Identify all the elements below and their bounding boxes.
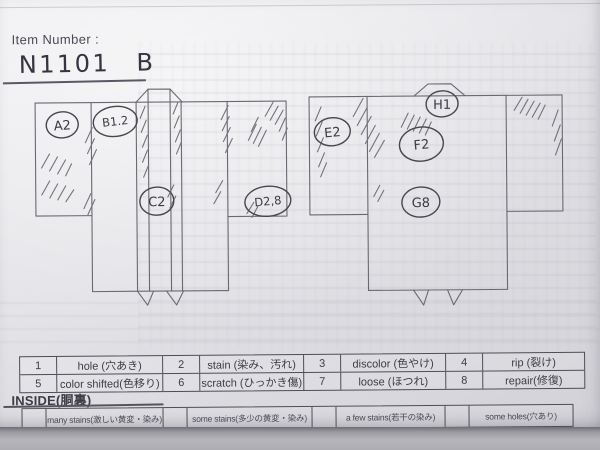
stain-hatch-back-left-seam xyxy=(352,97,385,158)
legend-label: repair(修復) xyxy=(504,374,563,387)
checkbox-cell xyxy=(163,407,188,430)
bleed-through-texture-lower xyxy=(0,298,600,352)
checkbox-cell xyxy=(312,406,337,428)
annotation-b12: B1.2 xyxy=(92,105,138,138)
stain-hatch-front-right-seam xyxy=(213,105,233,205)
svg-text:H1: H1 xyxy=(433,98,451,113)
kimono-back-diagram: E2 F2 G8 H1 xyxy=(308,83,564,306)
legend-num: 4 xyxy=(446,353,484,371)
stain-hatch-back-near-g xyxy=(373,184,385,202)
legend-label: scratch (ひっかき傷) xyxy=(200,372,305,391)
inside-option-label: some holes(穴あり) xyxy=(485,410,557,422)
legend-label: rip (裂け) xyxy=(511,356,556,369)
bleed-through-texture xyxy=(138,42,596,350)
legend-num: 2 xyxy=(163,355,201,374)
svg-text:E2: E2 xyxy=(324,125,342,141)
annotation-f2: F2 xyxy=(398,126,445,162)
legend-num: 1 xyxy=(20,356,58,375)
annotation-a2: A2 xyxy=(45,111,79,139)
legend-num: 8 xyxy=(446,371,484,389)
stain-hatch-front-left-seam xyxy=(83,127,97,216)
svg-text:F2: F2 xyxy=(413,137,430,153)
svg-text:A2: A2 xyxy=(53,118,71,134)
annotation-g8: G8 xyxy=(401,186,441,218)
checkbox-cell xyxy=(445,405,470,427)
stain-hatch-back-right-sleeve xyxy=(513,96,562,156)
inside-option-label: some stains(多少の黄変・染み) xyxy=(187,406,313,429)
surface-below-paper xyxy=(0,427,600,450)
svg-text:C2: C2 xyxy=(148,195,165,210)
paper-sheet xyxy=(0,0,600,429)
annotation-h1: H1 xyxy=(425,90,459,118)
svg-text:D2,8: D2,8 xyxy=(254,193,282,210)
legend-label: loose (ほつれ) xyxy=(341,371,447,390)
stain-hatch-back-above-f xyxy=(400,112,432,136)
svg-text:B1.2: B1.2 xyxy=(101,113,129,130)
legend-num: 7 xyxy=(304,372,342,390)
annotation-c2: C2 xyxy=(139,186,175,216)
inside-option-label: a few stains(若干の染み) xyxy=(336,405,446,428)
annotation-d28: D2,8 xyxy=(244,185,292,218)
legend-label: hole (穴あき) xyxy=(57,356,164,374)
stain-hatch-back-left-sleeve xyxy=(314,106,328,178)
annotation-e2: E2 xyxy=(313,116,351,147)
stain-hatch-front-right-sleeve xyxy=(246,101,288,218)
legend-label: discolor (色やけ) xyxy=(341,353,447,372)
stain-hatch-front-left-sleeve xyxy=(41,153,75,203)
legend-num: 6 xyxy=(163,373,201,392)
legend-num: 3 xyxy=(304,354,342,372)
legend-label: stain (染み、汚れ) xyxy=(200,354,305,373)
stain-hatch-front-collar xyxy=(139,101,182,209)
kimono-front-diagram: A2 B1.2 C2 D2,8 xyxy=(34,88,292,306)
svg-text:G8: G8 xyxy=(412,196,430,211)
damage-legend-table: 1 hole (穴あき) 2 stain (染み、汚れ) 3 discolor … xyxy=(19,351,586,394)
